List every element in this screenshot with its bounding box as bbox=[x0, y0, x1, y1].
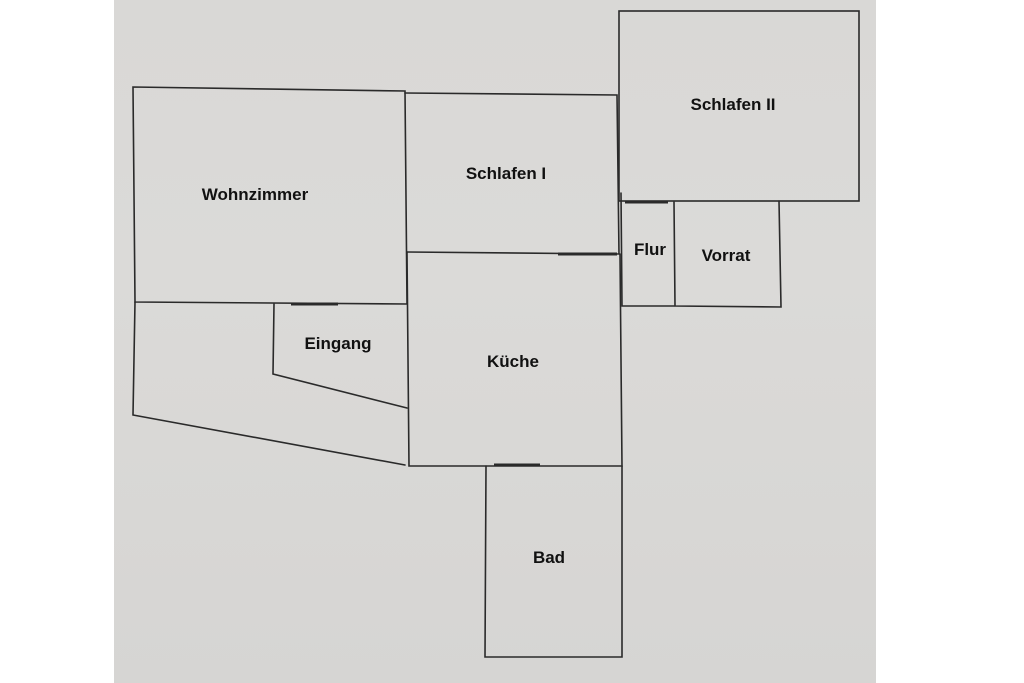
room-label-vorrat: Vorrat bbox=[701, 246, 751, 265]
paper-background bbox=[114, 0, 876, 683]
area-lower-left-outline bbox=[132, 301, 406, 466]
room-vorrat-outline bbox=[673, 200, 782, 308]
room-label-bad: Bad bbox=[532, 548, 566, 567]
room-label-wohnzimmer: Wohnzimmer bbox=[201, 185, 309, 204]
room-schlafen-1-outline bbox=[404, 92, 620, 255]
room-label-eingang: Eingang bbox=[304, 334, 372, 353]
room-bad-outline bbox=[484, 465, 623, 658]
room-eingang-outline bbox=[272, 303, 408, 409]
room-label-schlafen-2: Schlafen II bbox=[690, 95, 776, 114]
room-label-schlafen-1: Schlafen I bbox=[465, 164, 547, 183]
room-label-flur: Flur bbox=[633, 240, 667, 259]
room-schlafen-2-outline bbox=[618, 10, 860, 202]
room-label-kueche: Küche bbox=[487, 352, 539, 371]
room-flur-outline bbox=[620, 192, 675, 307]
